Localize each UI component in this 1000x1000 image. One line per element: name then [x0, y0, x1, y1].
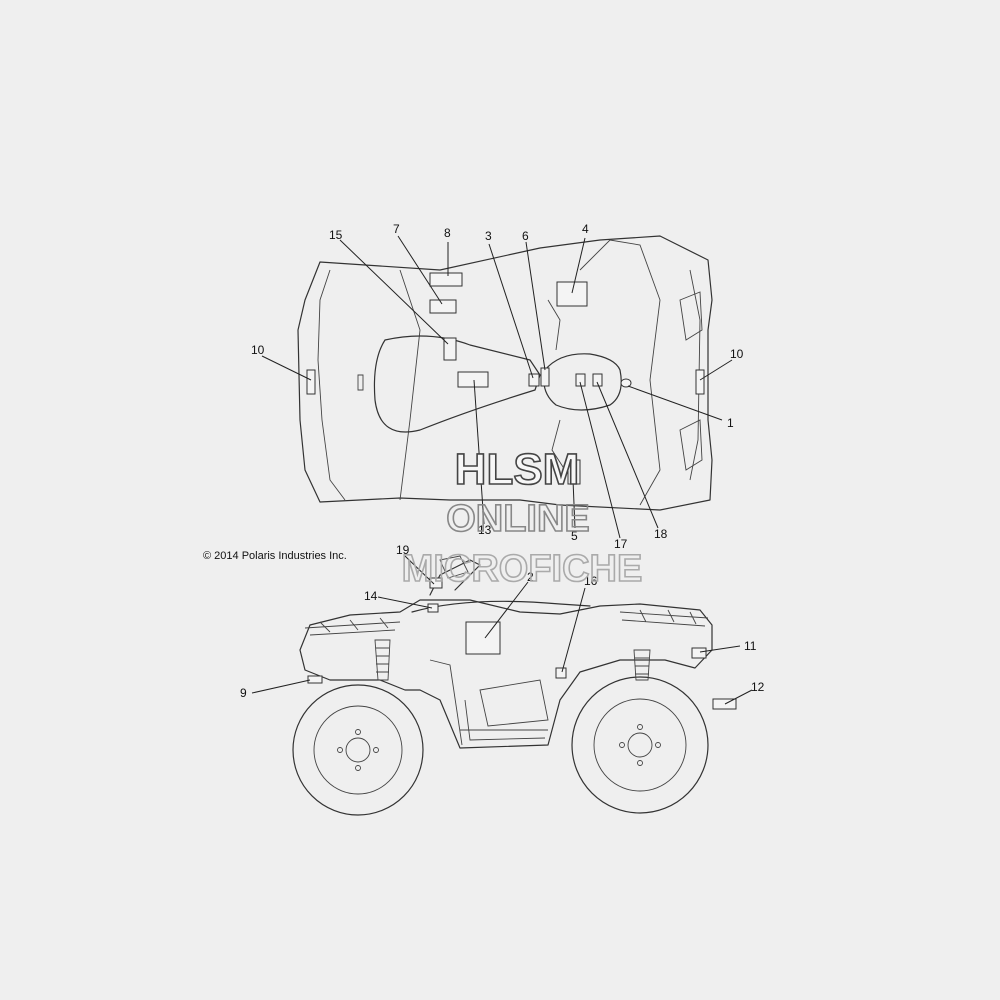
decal-14	[427, 603, 439, 613]
decal-17	[575, 373, 586, 387]
watermark-line-1: HLSM	[455, 445, 580, 494]
callout-18: 18	[654, 527, 668, 541]
decal-16	[555, 667, 567, 679]
callout-19: 19	[396, 543, 410, 557]
decal-6	[540, 367, 550, 387]
callout-15: 15	[329, 228, 343, 242]
watermark-line-3: MICROFICHE	[402, 548, 643, 590]
decal-13	[457, 371, 489, 388]
callout-7: 7	[393, 222, 400, 236]
decal-19	[429, 577, 443, 589]
callout-17: 17	[614, 537, 628, 551]
callout-6: 6	[522, 229, 529, 243]
atv-side-view	[292, 555, 713, 816]
callout-10-left: 10	[251, 343, 265, 357]
watermark-line-2: ONLINE	[446, 498, 590, 540]
copyright-notice: © 2014 Polaris Industries Inc.	[203, 550, 347, 562]
decal-11	[691, 647, 707, 659]
callout-12: 12	[751, 680, 765, 694]
callout-4: 4	[582, 222, 589, 236]
decal-1	[620, 378, 632, 388]
callout-16: 16	[584, 574, 598, 588]
callout-9: 9	[240, 686, 247, 700]
callout-2: 2	[527, 570, 534, 584]
callout-10-right: 10	[730, 347, 744, 361]
decal-2	[465, 621, 501, 655]
decal-10-right	[695, 369, 705, 395]
callout-1: 1	[727, 416, 734, 430]
callout-11: 11	[744, 639, 757, 653]
callout-3: 3	[485, 229, 492, 243]
callout-13: 13	[478, 523, 492, 537]
watermark: HLSM ONLINE MICROFICHE	[401, 444, 643, 591]
decal-12	[712, 698, 737, 710]
decal-5	[567, 459, 581, 485]
atv-top-view	[297, 235, 713, 511]
decal-8	[429, 272, 463, 287]
callout-labels: 1 2 3 4 5 6 7 8 9 10 10 11 12 13 14 15 1…	[240, 222, 765, 700]
decal-10-left	[306, 369, 316, 395]
decal-4	[556, 281, 588, 307]
decal-9	[307, 675, 323, 684]
leader-lines	[251, 235, 753, 705]
callout-5: 5	[571, 529, 578, 543]
decal-18	[592, 373, 603, 387]
callout-14: 14	[364, 589, 378, 603]
callout-8: 8	[444, 226, 451, 240]
decal-3	[528, 373, 540, 387]
decal-7	[429, 299, 457, 314]
